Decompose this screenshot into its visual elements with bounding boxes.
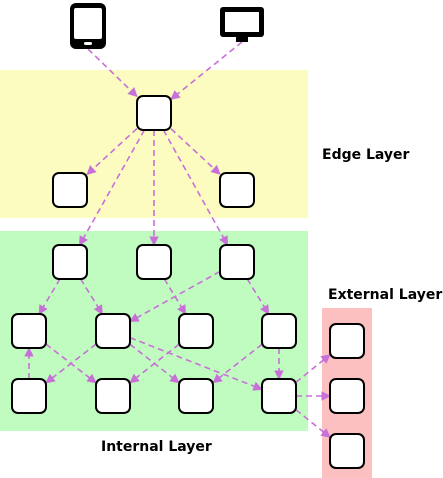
edge-int-r1-a-to-int-r2-b [79,278,104,315]
node-int-r2-c [178,313,214,349]
edge-int-r2-c-to-int-r3-b [129,343,180,384]
edge-int-r3-d-to-ext-1 [295,354,331,383]
edge-monitor-to-edge-gateway [170,41,243,100]
node-int-r3-b [95,378,131,414]
external-layer-label: External Layer [328,287,442,303]
node-int-r2-b [95,313,131,349]
edge-int-r2-d-to-int-r3-c [212,343,263,384]
node-int-r2-d [261,313,297,349]
node-int-r2-a [11,313,47,349]
node-int-r1-b [136,244,172,280]
node-edge-gateway [136,95,172,131]
node-int-r1-a [52,244,88,280]
edge-int-r2-b-to-int-r3-d [129,336,263,391]
edge-edge-gateway-to-int-r1-c [162,129,229,246]
edge-edge-gateway-to-int-r1-a [78,129,146,246]
nodes-group [11,95,365,469]
edge-edge-gateway-to-edge-right [170,128,221,175]
edge-int-r3-d-to-ext-3 [295,409,331,438]
internal-layer-label: Internal Layer [101,439,212,455]
node-ext-3 [329,433,365,469]
node-int-r3-a [11,378,47,414]
edge-int-r2-b-to-int-r3-a [45,343,97,384]
edges-group [24,41,331,438]
node-int-r3-d [261,378,297,414]
monitor-icon [220,7,264,42]
edge-int-r1-a-to-int-r2-a [38,278,61,315]
node-edge-left [52,172,88,208]
node-int-r3-c [178,378,214,414]
edge-int-r1-c-to-int-r2-b [129,270,221,323]
node-int-r1-c [219,244,255,280]
edge-edge-gateway-to-edge-left [86,127,138,176]
node-ext-1 [329,323,365,359]
edge-phone-to-edge-gateway [87,48,138,98]
edge-layer-label: Edge Layer [322,147,410,163]
edge-int-r1-c-to-int-r2-d [246,278,270,315]
smartphone-icon [70,3,106,49]
node-edge-right [219,172,255,208]
node-ext-2 [329,378,365,414]
